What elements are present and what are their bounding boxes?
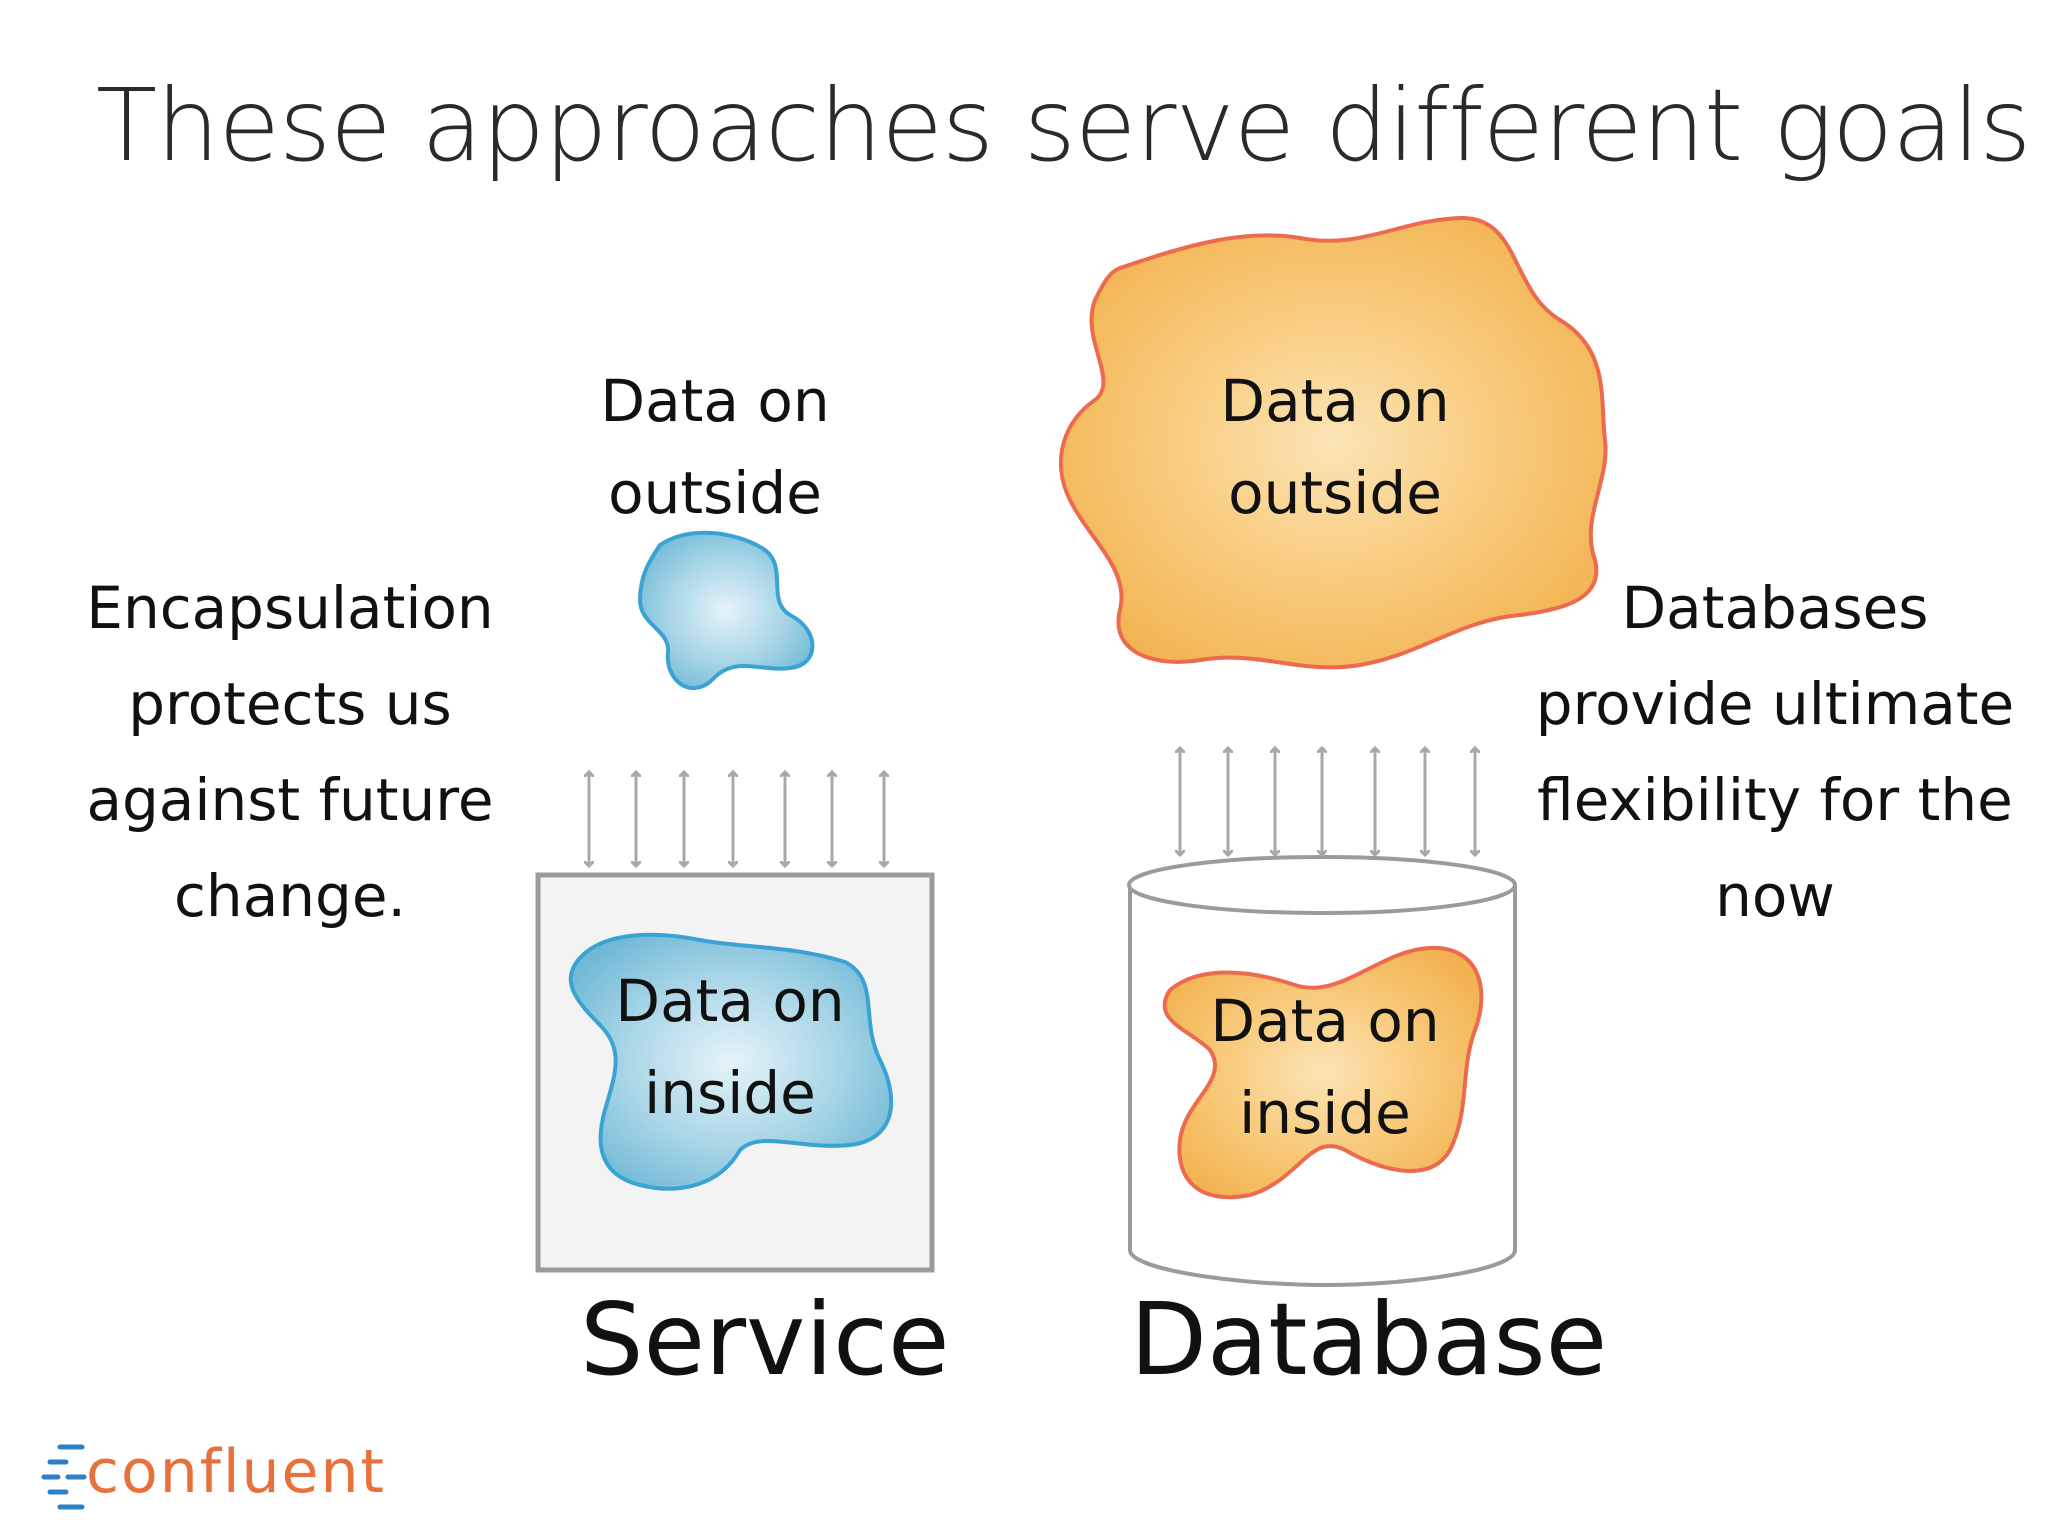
database-arrows xyxy=(1180,748,1475,855)
confluent-logo-text: confluent xyxy=(86,1437,387,1507)
service-outside-label: Data on outside xyxy=(600,367,830,527)
service-outside-data-blob xyxy=(637,530,815,691)
database-inside-label: Data on inside xyxy=(1210,987,1440,1147)
service-arrows xyxy=(589,772,884,866)
service-label: Service xyxy=(580,1281,950,1398)
confluent-logo-icon xyxy=(41,1444,87,1510)
database-outside-label: Data on outside xyxy=(1220,367,1450,527)
database-outside-data-cloud xyxy=(1058,215,1608,670)
encapsulation-note: Encapsulation protects us against future… xyxy=(86,574,494,930)
databases-note: Databases provide ultimate flexibility f… xyxy=(1535,574,2015,930)
page-title: These approaches serve different goals xyxy=(96,67,2031,184)
service-inside-data-blob xyxy=(568,932,894,1191)
service-inside-label: Data on inside xyxy=(615,967,845,1127)
database-label: Database xyxy=(1130,1281,1608,1398)
database-inside-data-blob xyxy=(1162,945,1484,1200)
